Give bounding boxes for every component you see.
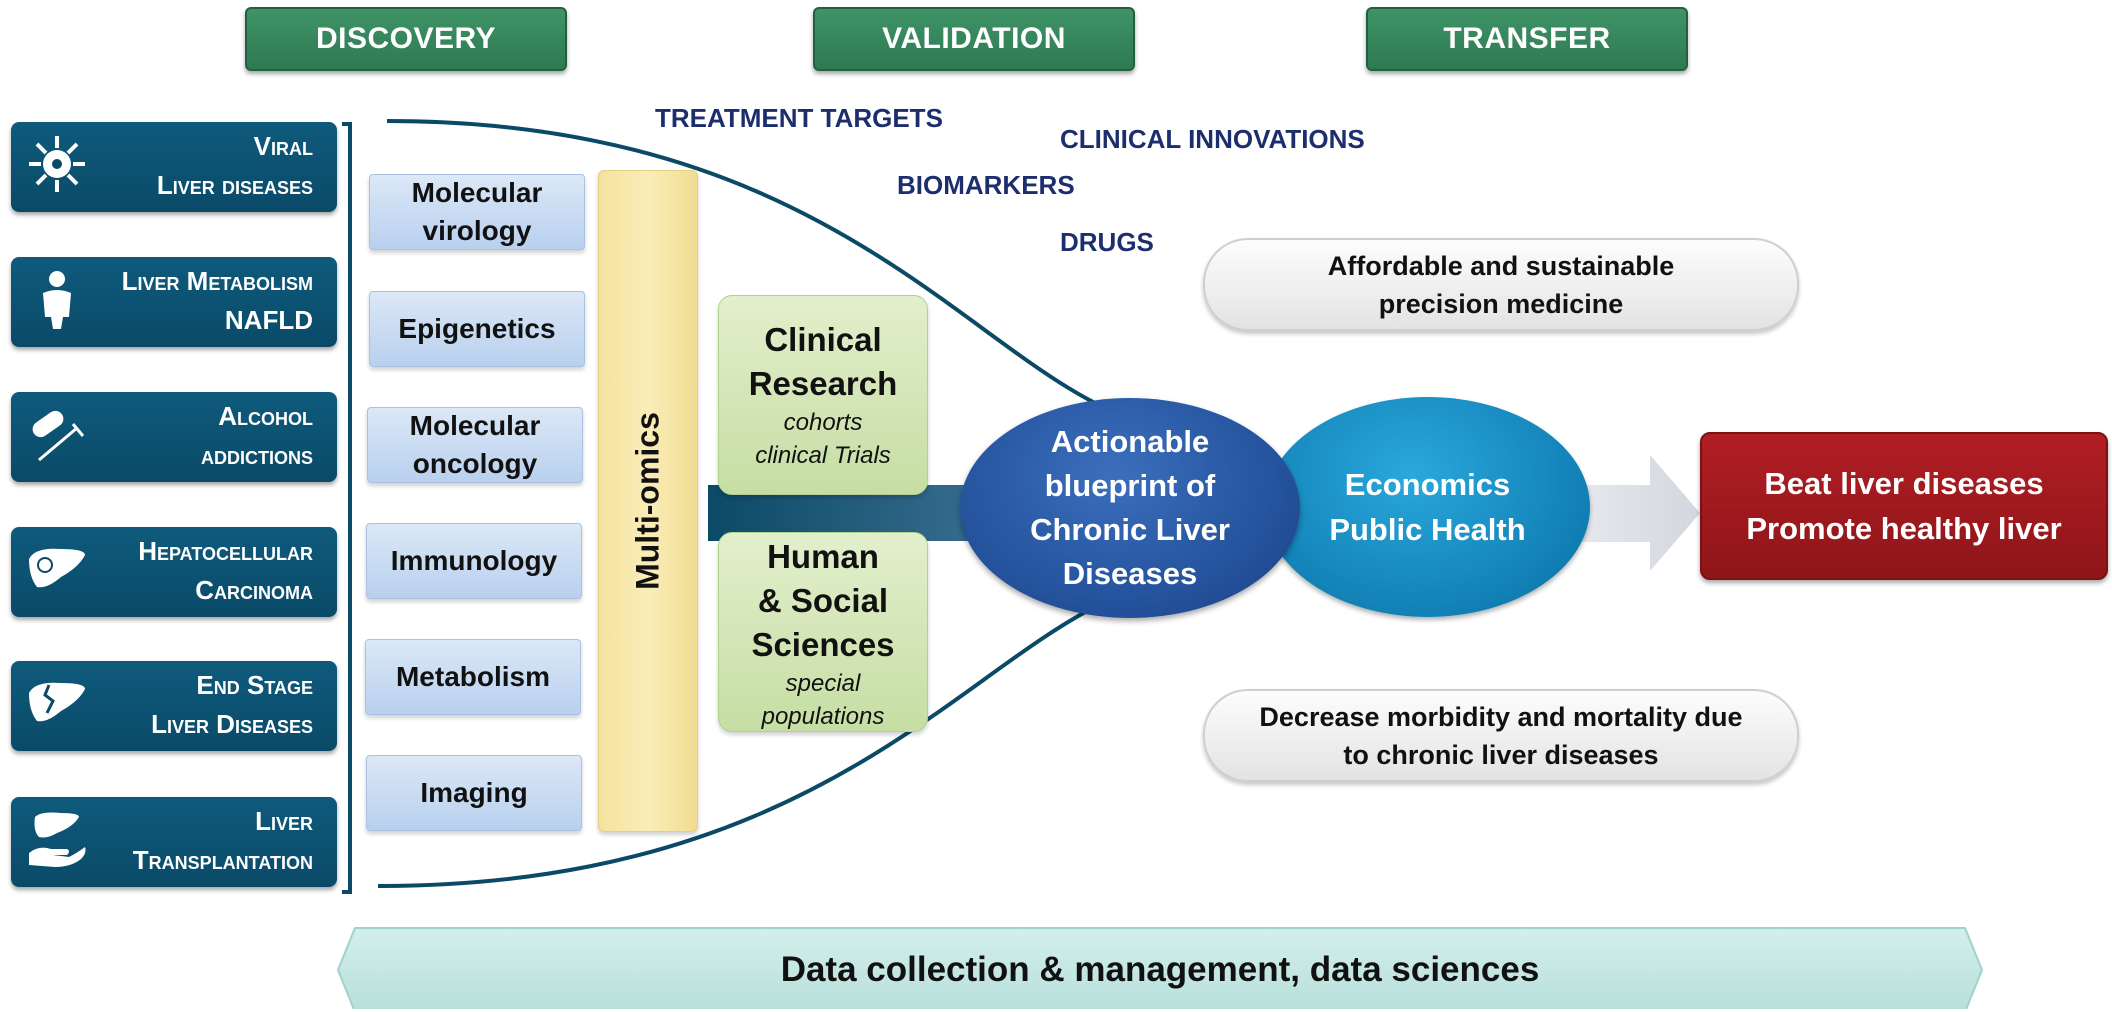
pill-decrease-morbidity: Decrease morbidity and mortality due to … xyxy=(1203,689,1799,782)
topic-immunology: Immunology xyxy=(366,523,582,599)
virus-icon xyxy=(29,136,85,192)
disease-line1: Alcohol xyxy=(218,401,313,431)
pill-bottom-line2: to chronic liver diseases xyxy=(1343,739,1659,770)
disease-line1: Liver xyxy=(255,806,313,836)
disease-line1: Hepatocellular xyxy=(138,536,313,566)
disease-line1: Viral xyxy=(253,131,313,161)
multiomics-bar: Multi-omics xyxy=(598,170,698,832)
topic-epigenetics: Epigenetics xyxy=(369,291,585,367)
topic-molecular-virology: Molecular virology xyxy=(369,174,585,250)
disease-line2: Carcinoma xyxy=(195,575,313,605)
disease-line2: Transplantation xyxy=(132,845,313,875)
clinical-sub1: cohorts xyxy=(783,409,863,436)
pill-top-line1: Affordable and sustainable xyxy=(1327,250,1675,281)
person-icon xyxy=(43,271,71,329)
damaged-liver-icon xyxy=(29,682,85,722)
disease-line2: Liver Diseases xyxy=(151,709,313,739)
beat-line1: Beat liver diseases xyxy=(1764,466,2044,501)
pill-bottom-line1: Decrease morbidity and mortality due xyxy=(1259,701,1743,732)
human-line3: Sciences xyxy=(751,626,895,663)
topic-line1: Molecular xyxy=(409,410,541,441)
data-science-banner-shape xyxy=(336,927,1984,1009)
disease-line2: Liver diseases xyxy=(156,170,313,200)
phase-validation: VALIDATION xyxy=(813,7,1135,71)
blueprint-line1: Actionable xyxy=(1050,424,1210,459)
blueprint-ellipse: Actionable blueprint of Chronic Liver Di… xyxy=(960,398,1300,618)
phase-transfer: TRANSFER xyxy=(1366,7,1688,71)
human-line1: Human xyxy=(767,538,879,575)
funnel-top-curve xyxy=(386,119,1151,427)
disease-hcc: Hepatocellular Carcinoma xyxy=(11,527,337,617)
disease-line1: End Stage xyxy=(196,670,313,700)
disease-metabolism: Liver Metabolism NAFLD xyxy=(11,257,337,347)
disease-line1: Liver Metabolism xyxy=(121,266,313,296)
pill-syringe-icon xyxy=(32,410,85,462)
gray-arrow xyxy=(1560,455,1700,571)
blueprint-line4: Diseases xyxy=(1062,556,1198,591)
label-treatment-targets: TREATMENT TARGETS xyxy=(655,103,943,133)
beat-line2: Promote healthy liver xyxy=(1746,511,2062,546)
liver-tumor-icon xyxy=(29,548,85,588)
disease-transplantation: Liver Transplantation xyxy=(11,797,337,887)
label-biomarkers: BIOMARKERS xyxy=(897,170,1075,200)
disease-line2: addictions xyxy=(201,440,313,470)
human-line2: & Social xyxy=(757,582,889,619)
phase-discovery: DISCOVERY xyxy=(245,7,567,71)
multiomics-label: Multi-omics xyxy=(629,412,666,590)
human-social-box: Human & Social Sciences special populati… xyxy=(718,532,928,732)
data-science-banner: Data collection & management, data scien… xyxy=(780,950,1540,989)
topic-molecular-oncology: Molecular oncology xyxy=(367,407,583,483)
clinical-sub2: clinical Trials xyxy=(755,442,891,469)
funnel-bottom-curve xyxy=(377,583,1151,888)
disease-end-stage: End Stage Liver Diseases xyxy=(11,661,337,751)
disease-line2: NAFLD xyxy=(224,305,313,335)
clinical-line2: Research xyxy=(748,365,898,402)
economics-line1: Economics xyxy=(1344,467,1511,502)
topic-line2: oncology xyxy=(412,448,538,479)
human-sub1: special xyxy=(785,670,861,697)
disease-alcohol: Alcohol addictions xyxy=(11,392,337,482)
hand-liver-icon xyxy=(29,812,86,867)
left-bracket xyxy=(342,122,352,894)
label-clinical-innovations: CLINICAL INNOVATIONS xyxy=(1060,124,1365,154)
pill-top-line2: precision medicine xyxy=(1378,288,1624,319)
blueprint-line3: Chronic Liver xyxy=(1030,512,1230,547)
clinical-line1: Clinical xyxy=(764,321,882,358)
topic-metabolism: Metabolism xyxy=(365,639,581,715)
economics-ellipse: Economics Public Health xyxy=(1265,397,1590,617)
topic-line2: virology xyxy=(422,215,532,246)
disease-viral: Viral Liver diseases xyxy=(11,122,337,212)
topic-line1: Molecular xyxy=(411,177,543,208)
economics-line2: Public Health xyxy=(1329,512,1526,547)
pill-precision-medicine: Affordable and sustainable precision med… xyxy=(1203,238,1799,331)
beat-liver-diseases-box: Beat liver diseases Promote healthy live… xyxy=(1700,432,2108,580)
human-sub2: populations xyxy=(761,703,885,730)
clinical-research-box: Clinical Research cohorts clinical Trial… xyxy=(718,295,928,495)
topic-imaging: Imaging xyxy=(366,755,582,831)
label-drugs: DRUGS xyxy=(1060,227,1154,257)
blueprint-line2: blueprint of xyxy=(1044,468,1216,503)
